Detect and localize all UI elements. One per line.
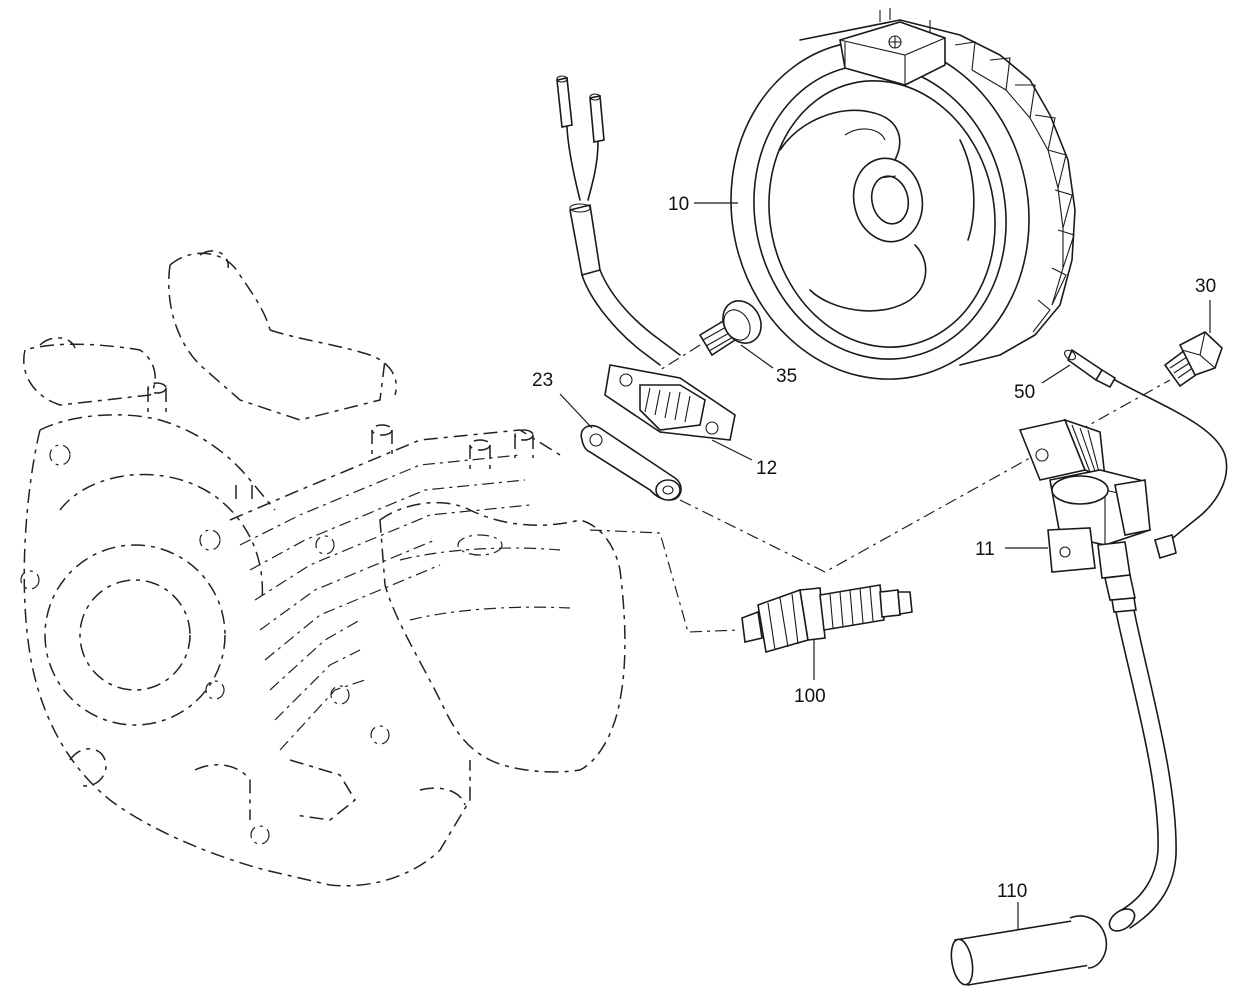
stator-coil-icon (556, 75, 736, 441)
label-part-11: 11 (975, 539, 995, 560)
flywheel-icon (730, 8, 1076, 380)
spark-plug-icon (741, 584, 913, 654)
screw-icon (659, 300, 762, 371)
label-part-50: 50 (1014, 382, 1035, 403)
bolt-icon (1163, 331, 1223, 388)
label-part-10: 10 (668, 194, 689, 215)
ground-strap-icon (580, 424, 682, 501)
engine-phantom-outline (20, 250, 626, 887)
spark-plug-cap-icon (950, 915, 1107, 986)
ignition-coil-icon (1018, 418, 1151, 613)
label-part-12: 12 (756, 458, 777, 479)
stop-wire-icon (1064, 348, 1228, 560)
label-part-35: 35 (776, 366, 797, 387)
label-part-23: 23 (532, 370, 553, 391)
leader-lines (559, 202, 1211, 930)
ht-lead-icon (1108, 609, 1177, 932)
label-part-30: 30 (1195, 276, 1216, 297)
label-part-100: 100 (794, 686, 826, 707)
label-part-110: 110 (997, 881, 1027, 902)
